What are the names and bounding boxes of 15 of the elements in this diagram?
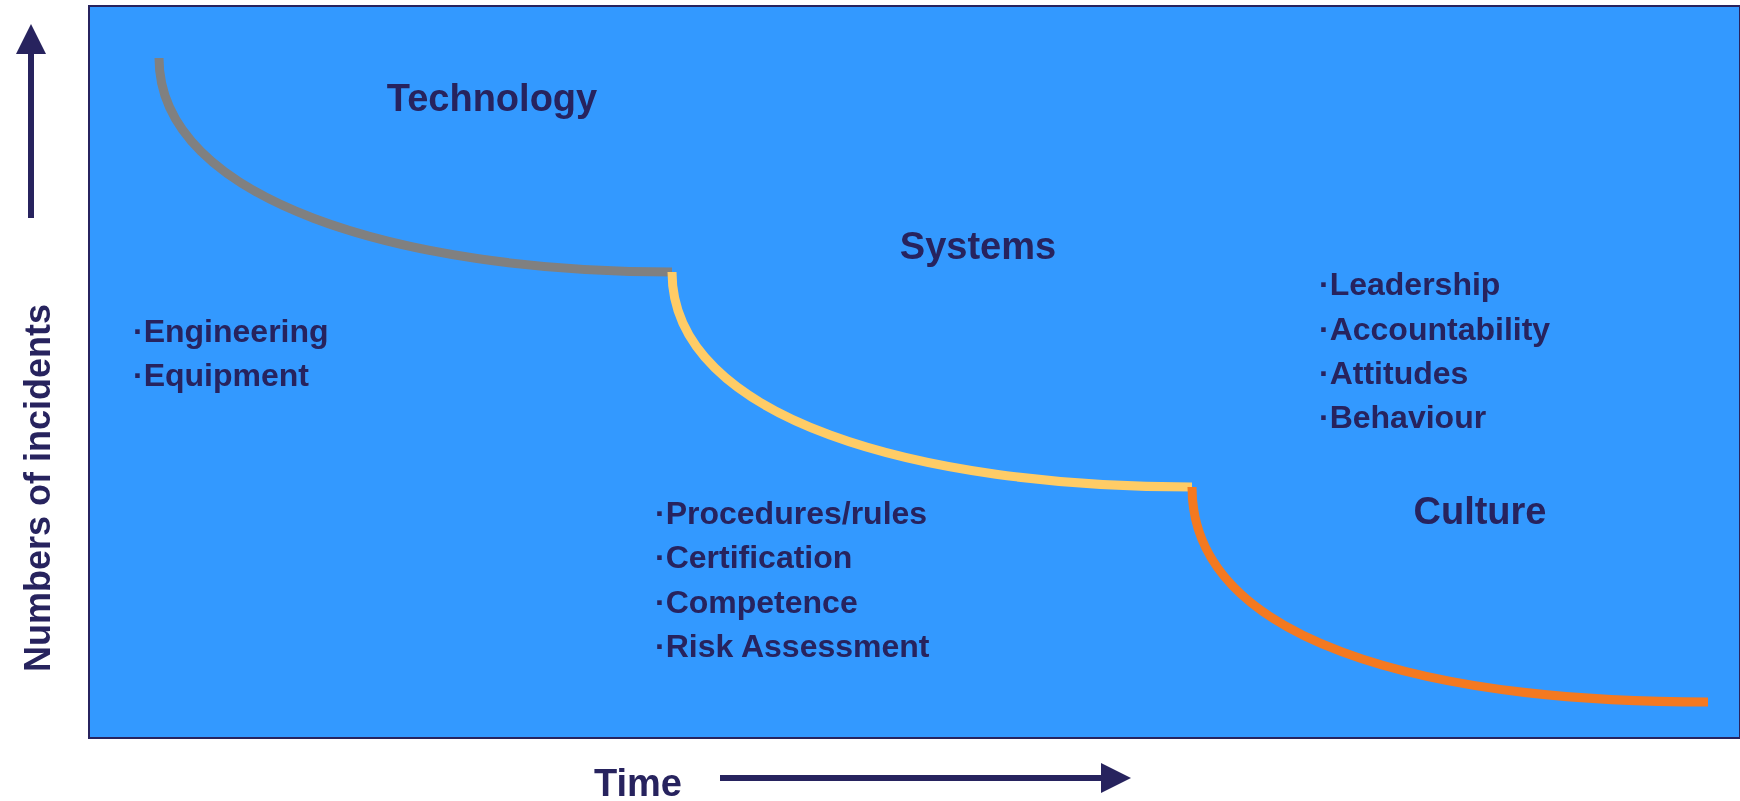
- bullet-item: ·Competence: [655, 586, 858, 618]
- bullet-item: ·Risk Assessment: [655, 630, 930, 662]
- bullet-item: ·Attitudes: [1319, 357, 1469, 389]
- category-heading: Technology: [386, 79, 598, 117]
- bullet-item: ·Behaviour: [1319, 401, 1487, 433]
- axis-title: Numbers of incidents: [20, 303, 56, 673]
- category-heading: Systems: [899, 227, 1057, 265]
- axis-title: Time: [594, 764, 682, 801]
- bullet-item: ·Certification: [655, 541, 853, 573]
- bullet-item: ·Leadership: [1319, 268, 1501, 300]
- bullet-item: ·Accountability: [1319, 313, 1551, 345]
- bullet-item: ·Equipment: [133, 359, 309, 391]
- bullet-item: ·Engineering: [133, 315, 329, 347]
- bullet-item: ·Procedures/rules: [655, 497, 928, 529]
- category-heading: Culture: [1413, 492, 1547, 530]
